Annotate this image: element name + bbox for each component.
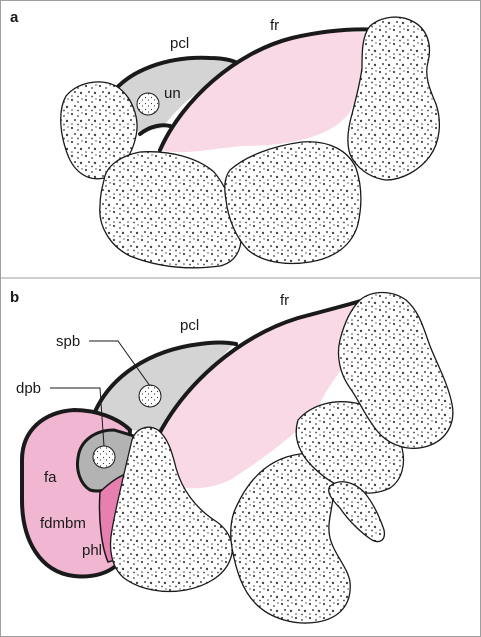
panel-b-label-fdmbm: fdmbm: [40, 515, 86, 532]
panel-b-spb-leader: [89, 340, 151, 387]
panel-b-dpb-nerve: [92, 445, 116, 469]
panel-a-label-pcl: pcl: [170, 35, 189, 52]
panel-a-label-fr: fr: [270, 17, 279, 34]
panel-b-label-spb: spb: [56, 333, 80, 350]
panel-a-flexor-retinaculum: [160, 31, 378, 153]
panel-a-fr-outline: [158, 27, 382, 152]
panel-b-fr-outline: [156, 298, 366, 438]
panel-b-label-pcl: pcl: [180, 317, 199, 334]
panel-b-flexor-retinaculum: [158, 300, 362, 489]
panel-b-pcl-outline: [92, 340, 238, 416]
panel-a-bone-capitate: [224, 141, 362, 265]
panel-b-label-phl: phl: [82, 542, 102, 559]
panel-b-label-fr: fr: [280, 292, 289, 309]
panel-b-bone-hamate: [109, 426, 233, 593]
panel-a-bone-hamate: [99, 151, 242, 269]
panel-b-letter: b: [10, 289, 19, 306]
panel-b-label-fa: fa: [44, 469, 57, 486]
panel-a-label-un: un: [164, 85, 181, 102]
panel-b-superficial-compartment: [96, 342, 234, 434]
panel-a: a pcl fr un: [10, 9, 441, 269]
panel-a-pcl-outline: [108, 55, 242, 98]
panel-a-bone-trapezium: [347, 16, 441, 181]
panel-b-spb-nerve: [138, 384, 162, 408]
panel-b-bone-metacarpal-base: [328, 481, 386, 543]
panel-a-letter: a: [10, 9, 19, 26]
panel-b: b spb pcl fr dpb fa fdmbm phl: [10, 289, 454, 624]
panel-a-canal-floor: [138, 123, 172, 136]
panel-b-bone-trapezium: [337, 291, 454, 449]
panel-a-ulnar-nerve: [136, 92, 160, 116]
panel-b-dpb-leader: [50, 387, 105, 447]
panel-b-label-dpb: dpb: [16, 380, 41, 397]
